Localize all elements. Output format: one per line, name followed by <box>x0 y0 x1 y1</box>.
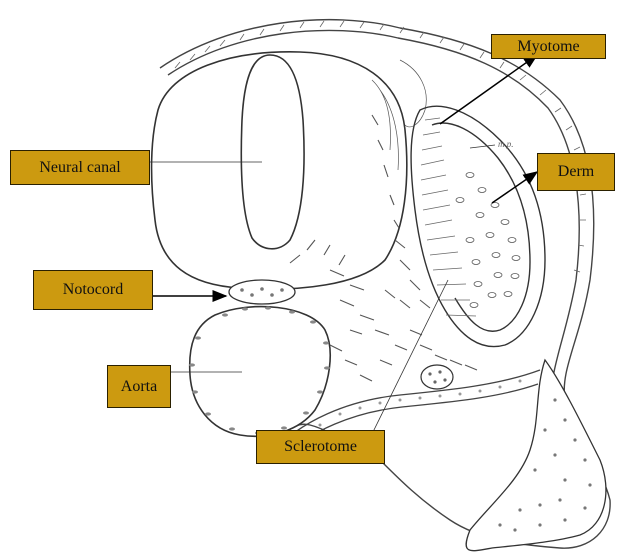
aorta <box>190 307 331 437</box>
label-aorta: Aorta <box>107 365 171 408</box>
derm-arrow <box>492 172 537 203</box>
mp-annotation: m.p. <box>498 139 514 149</box>
notochord <box>229 280 295 304</box>
sclerotome-leader <box>370 280 448 438</box>
derm-cells <box>456 173 520 308</box>
myotome-body <box>411 106 545 346</box>
arrows <box>153 55 537 296</box>
label-myotome: Myotome <box>491 34 606 59</box>
mp-leader <box>470 145 495 148</box>
label-neural-canal: Neural canal <box>10 150 150 185</box>
label-sclerotome: Sclerotome <box>256 430 385 464</box>
label-notocord: Notocord <box>33 270 153 310</box>
label-derm: Derm <box>537 153 615 191</box>
cardinal-vein <box>421 365 453 389</box>
myotome-striations <box>421 118 476 316</box>
neural-tube <box>152 52 407 289</box>
lateral-plate-tail <box>466 360 606 551</box>
